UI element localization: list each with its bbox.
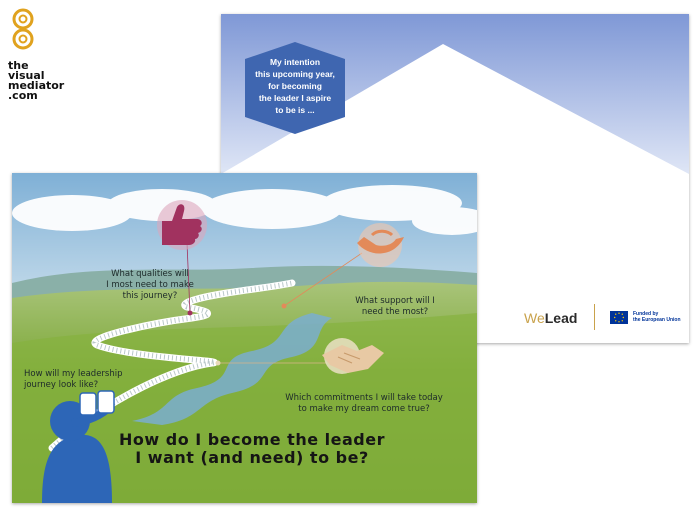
question-qualities: What qualities will I most need to make … [106, 269, 194, 301]
front-card: What qualities will I most need to make … [12, 173, 477, 503]
handshake-icon [322, 338, 384, 374]
binoculars-person-icon [42, 390, 115, 503]
main-question-title: How do I become the leader I want (and n… [119, 430, 385, 467]
brand-divider [594, 304, 595, 330]
intention-hexagon [245, 42, 345, 134]
swirl-logo-icon [12, 8, 34, 50]
eu-flag-icon [610, 311, 628, 324]
intention-text: My intention this upcoming year, for bec… [255, 57, 335, 115]
open-hands-icon [357, 223, 404, 267]
question-journey: How will my leadership journey look like… [24, 369, 123, 390]
question-support: What support will I need the most? [355, 296, 435, 317]
landscape-illustration [12, 173, 477, 503]
eu-funding-text: Funded by the European Union [633, 311, 681, 323]
welead-brand: WeLead [524, 310, 578, 326]
thumbs-up-icon [157, 200, 207, 250]
question-commitments: Which commitments I will take today to m… [285, 393, 443, 414]
visual-mediator-logo: the visual mediator .com [8, 8, 88, 101]
logo-wordmark: the visual mediator .com [8, 59, 65, 102]
